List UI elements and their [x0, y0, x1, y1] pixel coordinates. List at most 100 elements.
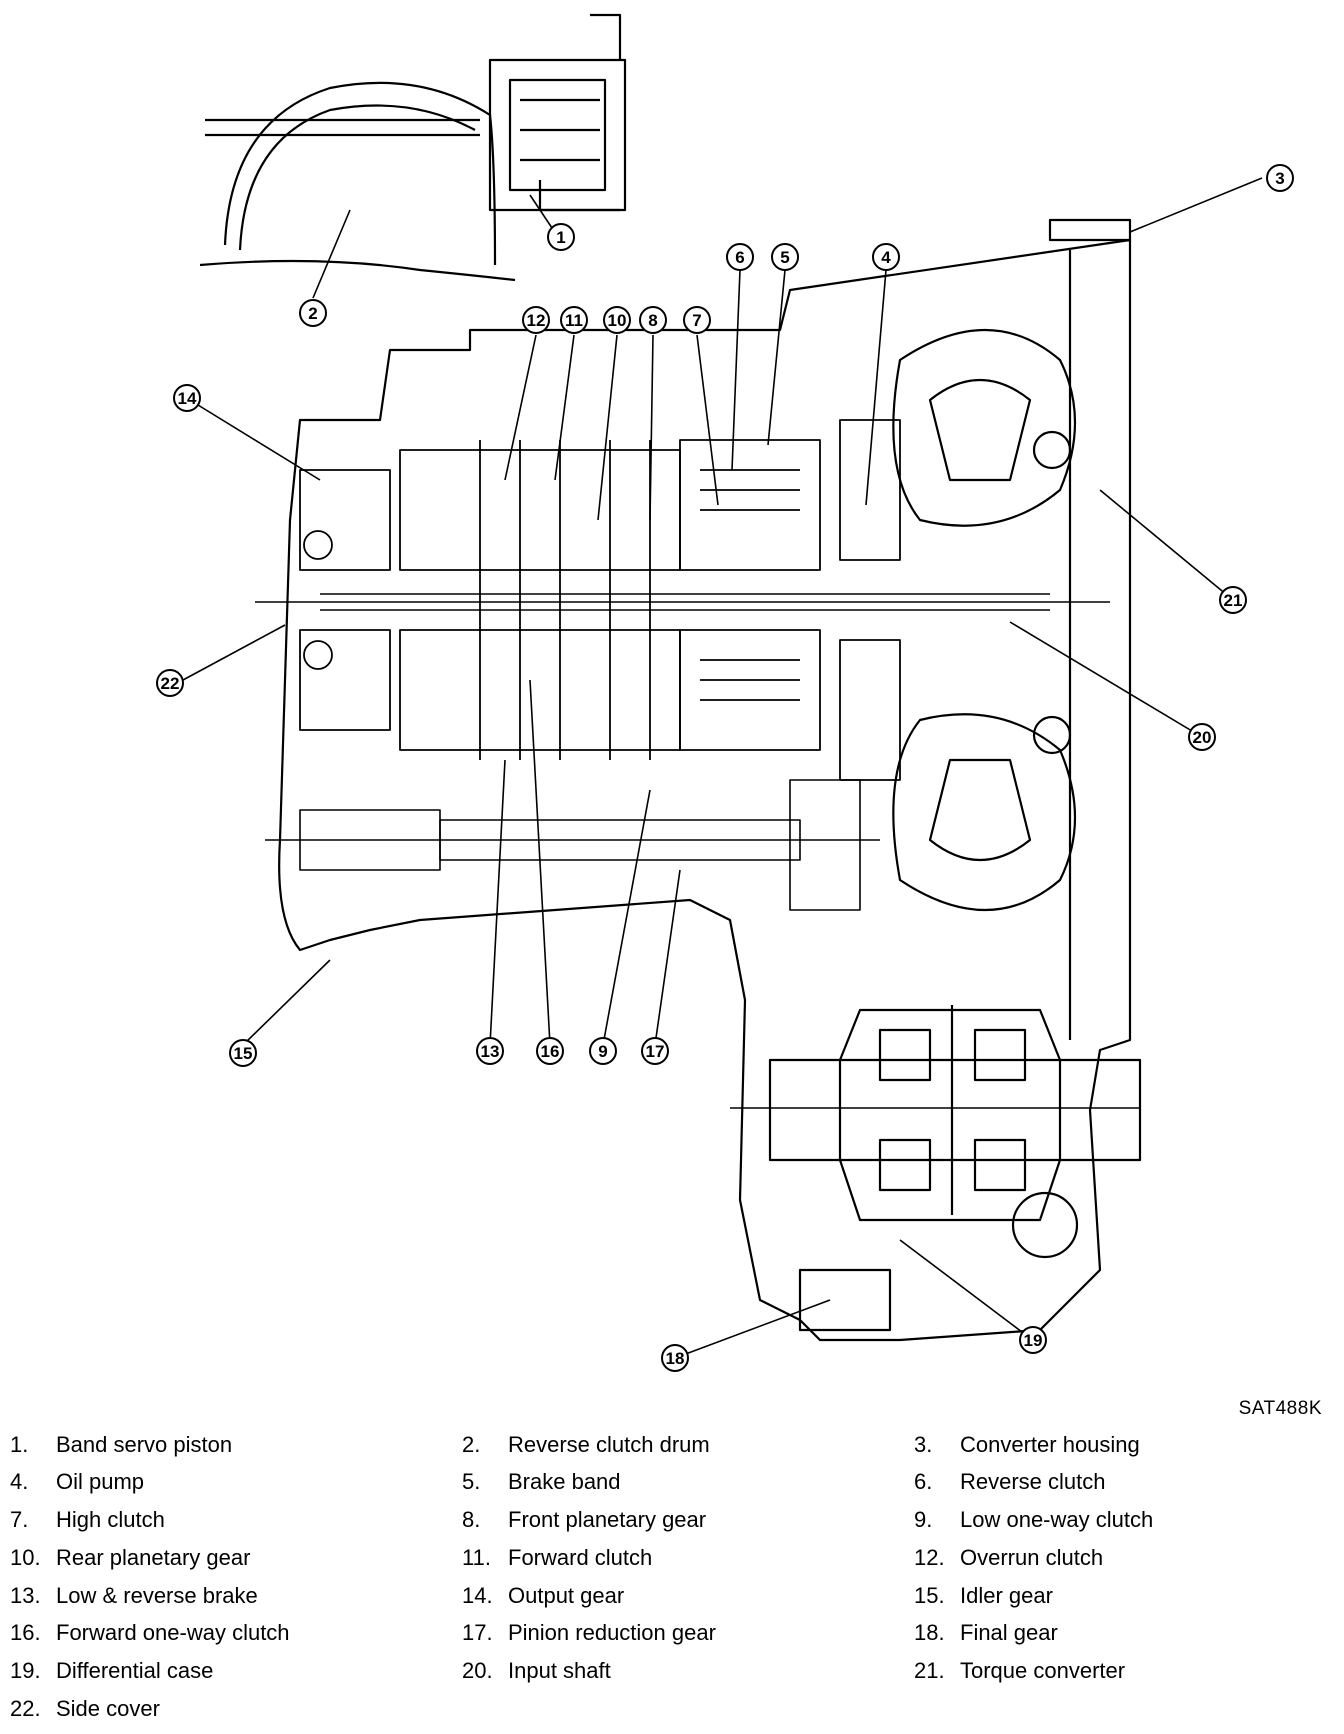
- legend-number: 9.: [914, 1507, 933, 1532]
- legend-label: Brake band: [508, 1469, 621, 1494]
- callout-2: 2: [299, 299, 327, 327]
- callout-16: 16: [536, 1037, 564, 1065]
- legend-label: Rear planetary gear: [56, 1545, 251, 1570]
- legend-item: 1. Band servo piston: [10, 1432, 232, 1458]
- legend-number: 16.: [10, 1620, 41, 1645]
- legend-label: Oil pump: [56, 1469, 145, 1494]
- legend-item: 16.Forward one-way clutch: [10, 1620, 290, 1646]
- callout-1-label: 1: [556, 228, 565, 247]
- callout-6-label: 6: [735, 248, 744, 267]
- figure-code: SAT488K: [1238, 1398, 1322, 1419]
- transmission-case: [278, 218, 1132, 1342]
- callout-5: 5: [771, 243, 799, 271]
- callout-9: 9: [589, 1037, 617, 1065]
- legend-item: 20. Input shaft: [462, 1658, 611, 1684]
- callout-19-label: 19: [1024, 1331, 1043, 1350]
- legend-item: 4. Oil pump: [10, 1469, 144, 1495]
- legend-number: 18.: [914, 1620, 945, 1645]
- legend-label: Converter housing: [960, 1432, 1140, 1457]
- callout-15-label: 15: [234, 1044, 253, 1063]
- callout-11-label: 11: [565, 311, 583, 330]
- callout-22-label: 22: [161, 674, 180, 693]
- legend-item: 8. Front planetary gear: [462, 1507, 706, 1533]
- callout-3-label: 3: [1275, 169, 1284, 188]
- callout-18: 18: [661, 1344, 689, 1372]
- legend-label: Torque converter: [960, 1658, 1126, 1683]
- legend-label: Input shaft: [508, 1658, 611, 1683]
- callout-4-label: 4: [881, 248, 891, 267]
- legend-number: 11.: [462, 1545, 491, 1570]
- callout-11: 11: [560, 306, 588, 334]
- legend-item: 22. Side cover: [10, 1696, 160, 1722]
- callout-3: 3: [1266, 164, 1294, 192]
- legend-label: Idler gear: [960, 1583, 1053, 1608]
- callout-12-label: 12: [527, 311, 546, 330]
- legend-label: Forward clutch: [508, 1545, 653, 1570]
- callout-5-label: 5: [780, 248, 789, 267]
- legend-number: 20.: [462, 1658, 493, 1683]
- callout-21: 21: [1219, 586, 1247, 614]
- callout-20: 20: [1188, 723, 1216, 751]
- legend-item: 15. Idler gear: [914, 1583, 1053, 1609]
- differential-assembly: [768, 1005, 1142, 1332]
- legend-label: Overrun clutch: [960, 1545, 1104, 1570]
- legend-label: Pinion reduction gear: [508, 1620, 716, 1645]
- legend-item: 9. Low one-way clutch: [914, 1507, 1153, 1533]
- callout-7-label: 7: [692, 311, 701, 330]
- clutch-and-planetary-assembly: [299, 419, 901, 781]
- callout-8-label: 8: [648, 311, 657, 330]
- legend-label: Output gear: [508, 1583, 625, 1608]
- legend-number: 1.: [10, 1432, 29, 1457]
- callout-19: 19: [1019, 1326, 1047, 1354]
- callout-14: 14: [173, 384, 201, 412]
- legend-number: 14.: [462, 1583, 493, 1608]
- legend-number: 21.: [914, 1658, 945, 1683]
- legend-label: Side cover: [56, 1696, 160, 1721]
- callout-22: 22: [156, 669, 184, 697]
- callout-13: 13: [476, 1037, 504, 1065]
- legend-item: 12.Overrun clutch: [914, 1545, 1103, 1571]
- inset-drum-view: [199, 13, 627, 282]
- legend-item: 13. Low & reverse brake: [10, 1583, 258, 1609]
- callout-16-label: 16: [541, 1042, 560, 1061]
- callout-9-label: 9: [598, 1042, 607, 1061]
- legend-label: Differential case: [56, 1658, 214, 1683]
- legend-number: 13.: [10, 1583, 41, 1608]
- callout-17: 17: [641, 1037, 669, 1065]
- legend-item: 5. Brake band: [462, 1469, 621, 1495]
- legend-number: 5.: [462, 1469, 481, 1494]
- callout-15: 15: [229, 1039, 257, 1067]
- legend-label: Final gear: [960, 1620, 1058, 1645]
- legend-number: 15.: [914, 1583, 945, 1608]
- legend-number: 6.: [914, 1469, 933, 1494]
- legend-item: 11. Forward clutch: [462, 1545, 652, 1571]
- legend-number: 8.: [462, 1507, 481, 1532]
- legend-item: 17. Pinion reduction gear: [462, 1620, 716, 1646]
- legend-label: Low & reverse brake: [56, 1583, 258, 1608]
- legend-number: 22.: [10, 1696, 41, 1721]
- callout-7: 7: [683, 306, 711, 334]
- callout-14-label: 14: [178, 389, 197, 408]
- legend-label: Front planetary gear: [508, 1507, 707, 1532]
- leader-lines: [182, 177, 1263, 1359]
- callout-8: 8: [639, 306, 667, 334]
- legend-label: Reverse clutch drum: [508, 1432, 710, 1457]
- legend-item: 3. Converter housing: [914, 1432, 1140, 1458]
- legend-label: Low one-way clutch: [960, 1507, 1154, 1532]
- legend-number: 19.: [10, 1658, 41, 1683]
- legend-item: 21. Torque converter: [914, 1658, 1125, 1684]
- callout-18-label: 18: [666, 1349, 685, 1368]
- legend-label: Band servo piston: [56, 1432, 233, 1457]
- legend-number: 4.: [10, 1469, 29, 1494]
- legend-item: 18. Final gear: [914, 1620, 1058, 1646]
- legend-item: 10.Rear planetary gear: [10, 1545, 250, 1571]
- callout-12: 12: [522, 306, 550, 334]
- legend-item: 14. Output gear: [462, 1583, 624, 1609]
- legend-label: High clutch: [56, 1507, 165, 1532]
- legend-number: 3.: [914, 1432, 933, 1457]
- callout-markers: 1 2 3 4 5 6 7 8 9 10 11 12 13 14 15 16 1…: [156, 164, 1294, 1372]
- callout-10-label: 10: [608, 311, 627, 330]
- legend-number: 17.: [462, 1620, 493, 1645]
- legend-number: 7.: [10, 1507, 29, 1532]
- legend-label: Reverse clutch: [960, 1469, 1106, 1494]
